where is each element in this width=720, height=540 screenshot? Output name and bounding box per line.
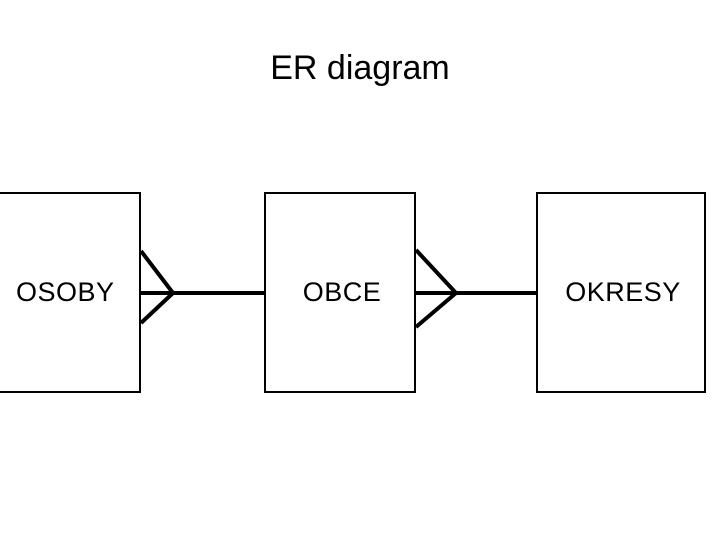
- relationship-osoby-obce: [139, 249, 264, 325]
- entity-label-obce: OBCE: [302, 277, 382, 307]
- crowsfoot-upper-leg-osoby: [139, 249, 175, 295]
- entity-box-okresy[interactable]: OKRESY: [536, 192, 706, 393]
- entity-box-obce[interactable]: OBCE: [264, 192, 416, 393]
- page-title: ER diagram: [270, 49, 450, 87]
- entity-label-osoby: OSOBY: [16, 277, 115, 307]
- relationship-obce-okresy: [414, 248, 537, 329]
- crowsfoot-lower-leg-osoby: [139, 291, 175, 325]
- entity-box-osoby[interactable]: OSOBY: [0, 192, 141, 393]
- crowsfoot-upper-leg-obce: [414, 248, 458, 295]
- crowsfoot-lower-leg-obce: [414, 291, 458, 329]
- entity-label-okresy: OKRESY: [565, 277, 681, 307]
